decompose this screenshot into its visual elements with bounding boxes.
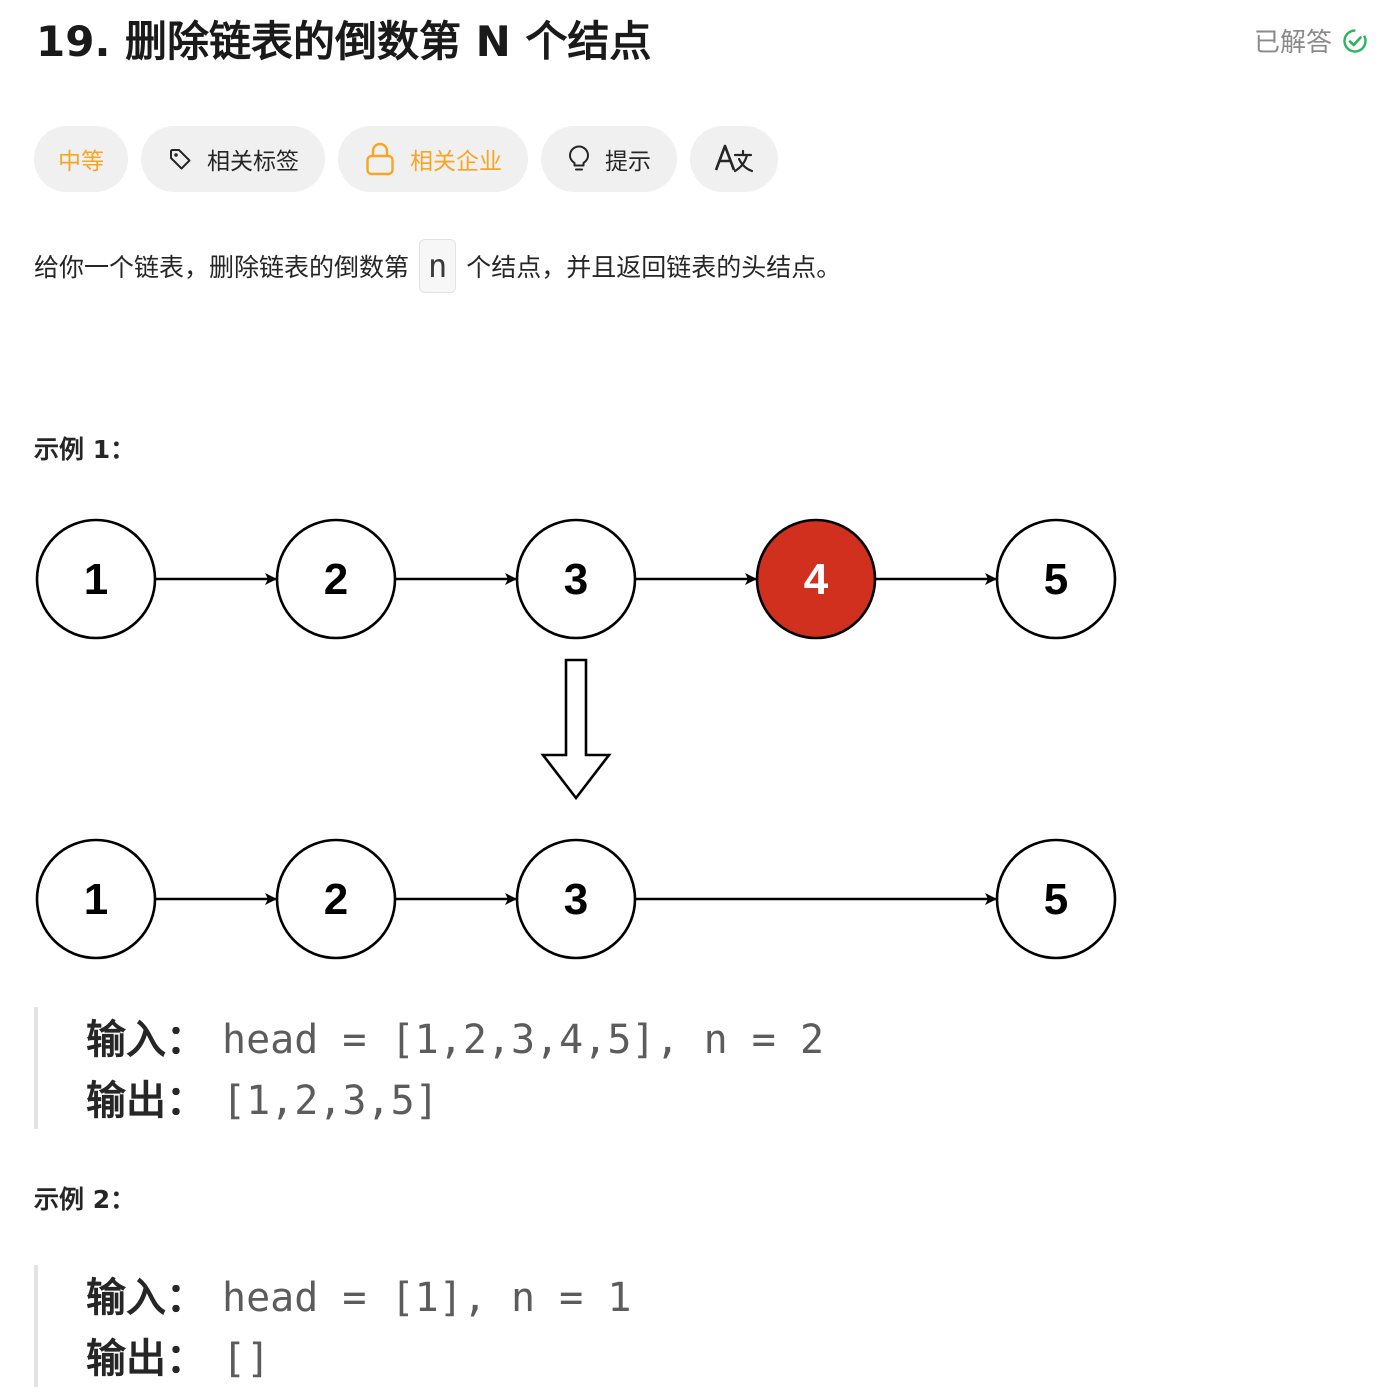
list-node [515,518,637,640]
hints-label: 提示 [605,149,651,175]
lock-icon [366,142,394,176]
node-value: 5 [1044,875,1068,924]
list-node-removed [755,518,877,640]
list-node [515,838,637,960]
node-value: 1 [84,875,108,924]
input-value: head = [1], n = 1 [222,1275,632,1321]
solved-status: 已解答 [1254,22,1368,59]
difficulty-label: 中等 [58,149,104,175]
list-node [995,838,1117,960]
node-value: 5 [1044,555,1068,604]
lightbulb-icon [569,145,589,171]
output-value: [] [222,1336,271,1382]
example-1-title: 示例 1： [34,435,136,464]
related-topics-button[interactable]: 相关标签 [141,126,325,192]
list-node [35,518,157,640]
output-label: 输出： [86,1078,206,1124]
list-before-removal: 1 2 3 4 5 [35,518,1117,640]
input-label: 输入： [86,1275,206,1321]
list-node [35,838,157,960]
example-2-title: 示例 2： [34,1185,136,1214]
list-after-removal: 1 2 3 5 [35,838,1117,960]
example-1-input: 输入： head = [1,2,3,4,5], n = 2 [86,1007,824,1068]
description-text-after: 个结点，并且返回链表的头结点。 [466,253,842,282]
linked-list-diagram: 1 2 3 4 5 1 2 3 5 [35,518,1117,960]
problem-title: 19. 删除链表的倒数第 N 个结点 [36,17,652,66]
example-1-block: 输入： head = [1,2,3,4,5], n = 2 输出： [1,2,3… [34,1007,824,1129]
list-node [275,518,397,640]
list-node [275,838,397,960]
node-value: 2 [324,875,348,924]
related-companies-label: 相关企业 [410,149,502,175]
transform-down-arrow [540,658,612,801]
check-circle-icon [1343,28,1367,53]
tag-bar: 中等 相关标签 相关企业 提示 [34,126,778,192]
hints-button[interactable]: 提示 [541,126,677,192]
node-value: 4 [804,555,829,604]
solved-label: 已解答 [1253,28,1332,58]
related-topics-label: 相关标签 [207,149,299,175]
node-value: 3 [564,875,588,924]
input-value: head = [1,2,3,4,5], n = 2 [222,1017,825,1063]
node-value: 1 [84,555,108,604]
difficulty-badge: 中等 [34,126,128,192]
output-value: [1,2,3,5] [222,1078,439,1124]
tag-icon [170,149,191,170]
example-1-output: 输出： [1,2,3,5] [86,1068,824,1129]
output-label: 输出： [86,1336,206,1382]
problem-description: 给你一个链表，删除链表的倒数第 n 个结点，并且返回链表的头结点。 [34,238,841,294]
node-value: 3 [564,555,588,604]
description-text-before: 给你一个链表，删除链表的倒数第 [34,253,410,282]
input-label: 输入： [86,1017,206,1063]
example-2-output: 输出： [] [86,1326,631,1387]
example-2-input: 输入： head = [1], n = 1 [86,1265,631,1326]
inline-code-n: n [419,239,457,293]
related-companies-button[interactable]: 相关企业 [338,126,528,192]
example-2-block: 输入： head = [1], n = 1 输出： [] [34,1265,631,1387]
translate-button[interactable] [690,126,778,192]
node-value: 2 [324,555,348,604]
translate-icon [714,144,754,173]
list-node [995,518,1117,640]
